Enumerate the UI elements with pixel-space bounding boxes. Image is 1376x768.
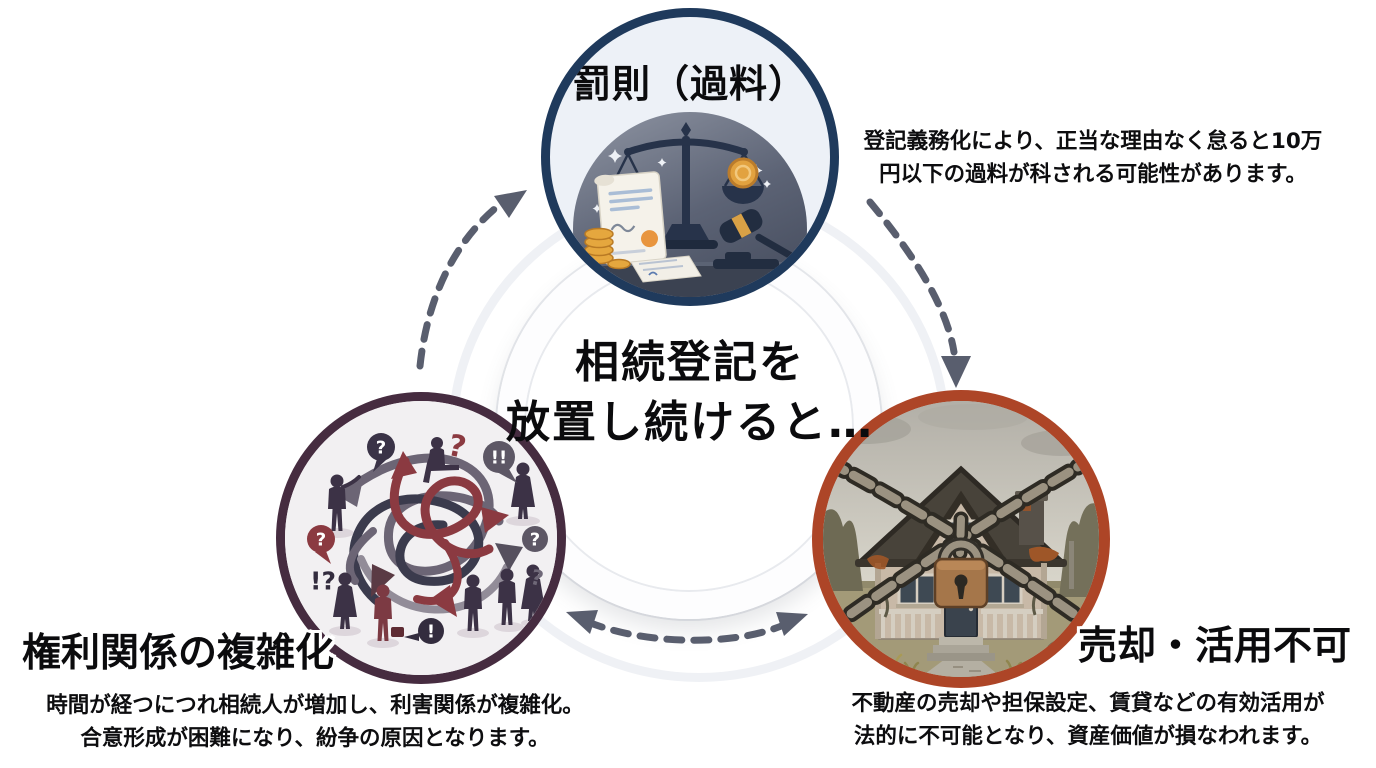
tangle-arrowheads [333, 451, 523, 617]
node-complexity-circle: ? ? !! ? !? ? ? ! [276, 392, 566, 684]
coin-icon [727, 157, 759, 189]
keyhole [954, 574, 968, 588]
padlock-icon [933, 537, 989, 609]
question-bubble-top: ? [376, 438, 386, 459]
seal-icon [641, 230, 659, 248]
penalty-title: 罰則（過料） [572, 62, 807, 106]
coin-stack-icon [584, 227, 631, 270]
balance-scale-icon [573, 112, 807, 297]
gavel-icon [713, 209, 797, 269]
complexity-description: 時間が経つにつれ相続人が増加し、利害関係が複雑化。 合意形成が困難になり、紛争の… [46, 693, 584, 751]
house-icon [855, 465, 1067, 661]
porch-railing [881, 614, 1037, 638]
unusable-title: 売却・活用不可 [1078, 624, 1352, 669]
background-foliage [823, 503, 1099, 597]
center-title: 相続登記を 放置し続けると… [470, 333, 910, 453]
double-exclamation-bubble: !! [491, 448, 507, 469]
unusable-description: 不動産の売却や担保設定、賃貸などの有効活用が 法的に不可能となり、資産価値が損な… [851, 691, 1325, 749]
rust-patch [1029, 546, 1059, 562]
center-title-line2: 放置し続けると… [506, 397, 874, 448]
tangled-relations-illustration: ? ? !! ? !? ? ? ! [285, 401, 557, 675]
node-penalty-circle: 罰則（過料） [541, 8, 839, 306]
complexity-title: 権利関係の複雑化 [22, 631, 335, 676]
interrobang-text: !? [310, 567, 336, 596]
small-question-right: ? [528, 565, 546, 591]
center-title-line1: 相続登記を [575, 337, 805, 388]
justice-scale-illustration [573, 112, 807, 297]
figure-shadows [320, 516, 547, 648]
question-bubble-right: ? [530, 530, 540, 551]
question-bubble-left: ? [316, 530, 326, 551]
paper-on-desk-icon [630, 255, 702, 283]
exclamation-bubble-bottom: ! [427, 622, 435, 643]
node-unusable-circle [812, 390, 1110, 688]
penalty-description: 登記義務化により、正当な理由なく怠ると10万 円以下の過料が科される可能性があり… [863, 129, 1323, 187]
maroon-figure [374, 584, 404, 641]
scroll-document-icon [594, 171, 667, 265]
people-silhouettes [328, 437, 545, 631]
